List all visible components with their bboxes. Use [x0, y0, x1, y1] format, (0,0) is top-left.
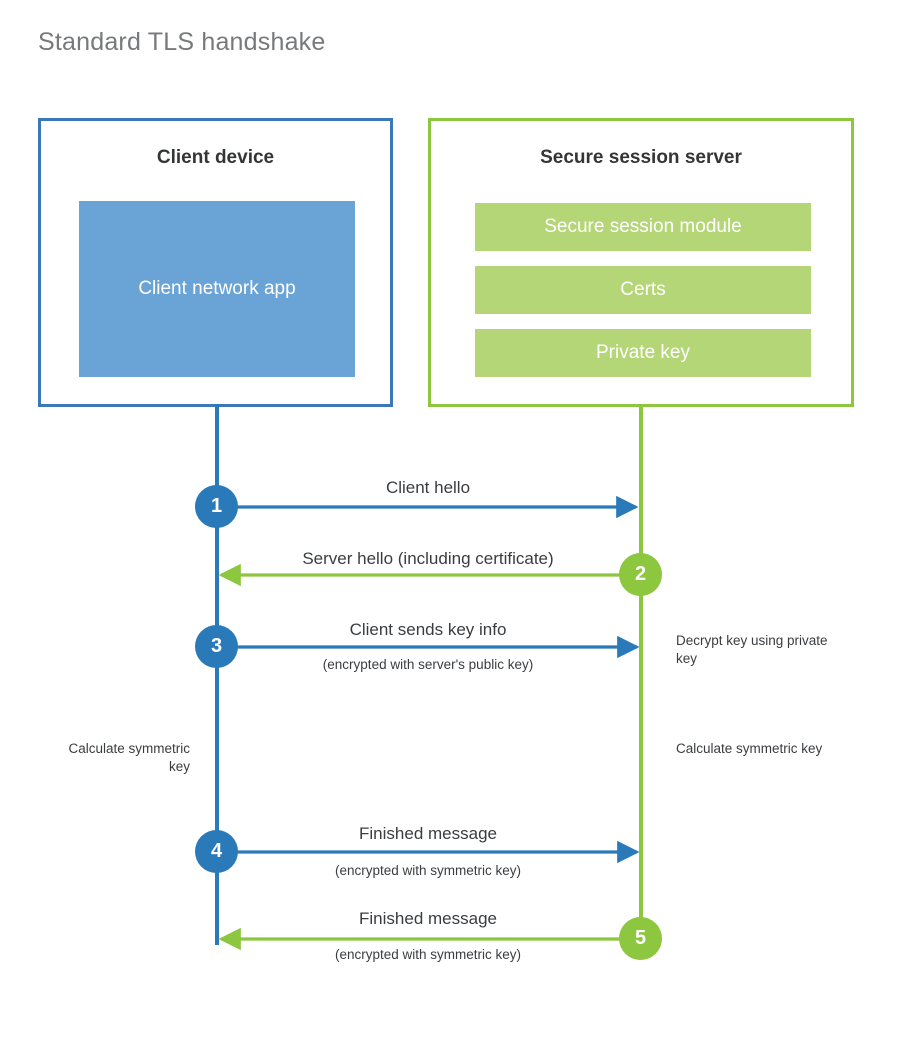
- step-marker-2[interactable]: 2: [619, 553, 662, 596]
- annotation-client-calculate-symmetric-key: Calculate symmetric key: [68, 741, 190, 775]
- step-marker-4[interactable]: 4: [195, 830, 238, 873]
- step-marker-1[interactable]: 1: [195, 485, 238, 528]
- message-label-step-1: Client hello: [385, 478, 471, 497]
- client-device-box: Client device Client network app: [38, 118, 393, 407]
- step-marker-3[interactable]: 3: [195, 625, 238, 668]
- secure-session-server-box: Secure session server Secure session mod…: [428, 118, 854, 407]
- server-component-certs: Certs: [475, 266, 811, 314]
- annotation-server-calculate-symmetric-key: Calculate symmetric key: [676, 741, 823, 756]
- client-device-title: Client device: [156, 147, 275, 168]
- client-network-app-block: Client network app: [79, 201, 355, 377]
- step-marker-5[interactable]: 5: [619, 917, 662, 960]
- annotation-decrypt-key: Decrypt key using private key: [676, 633, 828, 667]
- message-sublabel-step-4: (encrypted with symmetric key): [334, 863, 522, 878]
- page-title: Standard TLS handshake: [38, 28, 326, 56]
- message-label-step-5: Finished message: [359, 909, 497, 928]
- message-label-step-3: Client sends key info: [349, 620, 507, 639]
- client-lifeline: [215, 404, 219, 945]
- message-label-step-4: Finished message: [359, 824, 497, 843]
- server-component-secure-session-module: Secure session module: [475, 203, 811, 251]
- secure-session-server-title: Secure session server: [540, 147, 742, 168]
- server-component-private-key: Private key: [475, 329, 811, 377]
- message-label-step-2: Server hello (including certificate): [302, 549, 554, 568]
- server-lifeline: [639, 404, 643, 939]
- message-sublabel-step-5: (encrypted with symmetric key): [334, 947, 522, 962]
- message-sublabel-step-3: (encrypted with server's public key): [322, 657, 534, 672]
